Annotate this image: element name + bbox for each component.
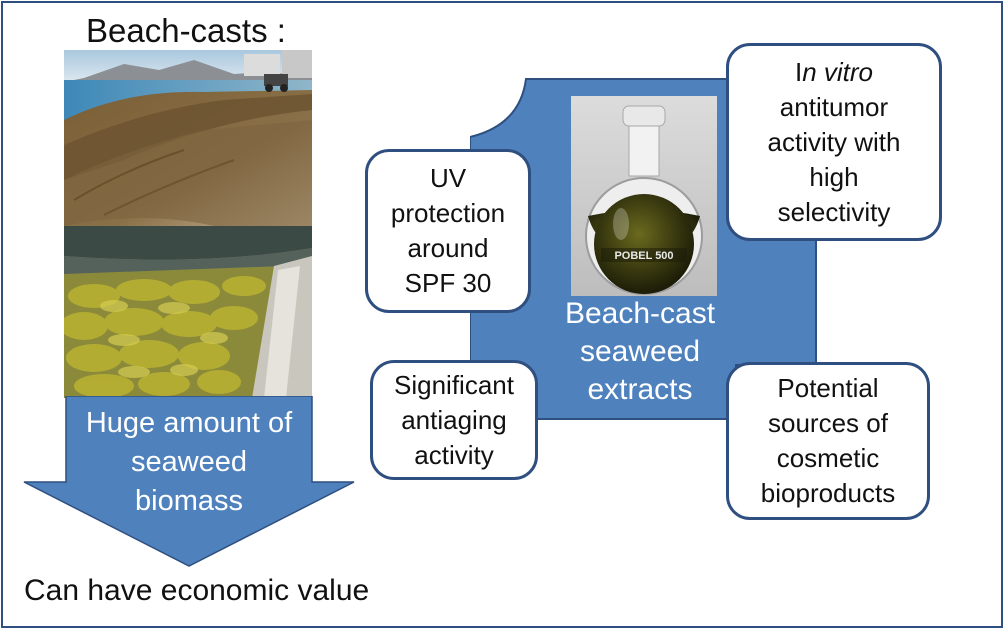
flask-photo: POBEL 500 bbox=[571, 96, 717, 296]
antitumor-line-1: In vitro bbox=[795, 55, 873, 90]
center-line-1: Beach-cast bbox=[564, 297, 716, 330]
antitumor-box: In vitro antitumor activity with high se… bbox=[726, 43, 942, 241]
page-title: Beach-casts : bbox=[86, 12, 286, 49]
cosmetic-box: Potential sources of cosmetic bioproduct… bbox=[726, 362, 930, 520]
arrow-line-2: seaweed bbox=[130, 446, 248, 478]
antitumor-line-4: high bbox=[809, 161, 859, 192]
antitumor-prefix: I bbox=[794, 56, 803, 87]
economic-value-caption: Can have economic value bbox=[24, 574, 370, 607]
uv-line-4: SPF 30 bbox=[404, 268, 492, 298]
beach-photo bbox=[64, 50, 312, 226]
cosmetic-line-4: bioproducts bbox=[760, 478, 896, 508]
center-label: Beach-cast seaweed extracts bbox=[545, 295, 735, 409]
center-line-2: seaweed bbox=[579, 335, 701, 368]
down-arrow bbox=[23, 396, 355, 567]
arrow-line-1: Huge amount of bbox=[85, 407, 293, 439]
antitumor-line-2: antitumor bbox=[779, 91, 889, 122]
antiaging-line-1: Significant bbox=[394, 369, 514, 400]
seaweed-drying-photo bbox=[64, 226, 312, 398]
cosmetic-line-3: cosmetic bbox=[776, 443, 880, 473]
center-line-3: extracts bbox=[587, 373, 693, 406]
uv-protection-box: UV protection around SPF 30 bbox=[365, 149, 531, 313]
antitumor-line-3: activity with bbox=[767, 126, 901, 157]
antiaging-line-2: antiaging bbox=[401, 404, 507, 435]
arrow-label: Huge amount of seaweed biomass bbox=[55, 404, 323, 521]
flask-label: POBEL 500 bbox=[614, 250, 673, 262]
cosmetic-line-2: sources of bbox=[768, 408, 888, 438]
antiaging-line-3: activity bbox=[414, 439, 494, 470]
antitumor-line-5: selectivity bbox=[777, 196, 891, 227]
arrow-line-3: biomass bbox=[135, 485, 243, 517]
uv-line-3: around bbox=[407, 233, 489, 263]
uv-line-1: UV bbox=[429, 163, 467, 193]
uv-line-2: protection bbox=[390, 198, 506, 228]
antiaging-box: Significant antiaging activity bbox=[370, 360, 538, 480]
cosmetic-line-1: Potential bbox=[777, 373, 879, 403]
antitumor-italic: n vitro bbox=[802, 56, 874, 87]
